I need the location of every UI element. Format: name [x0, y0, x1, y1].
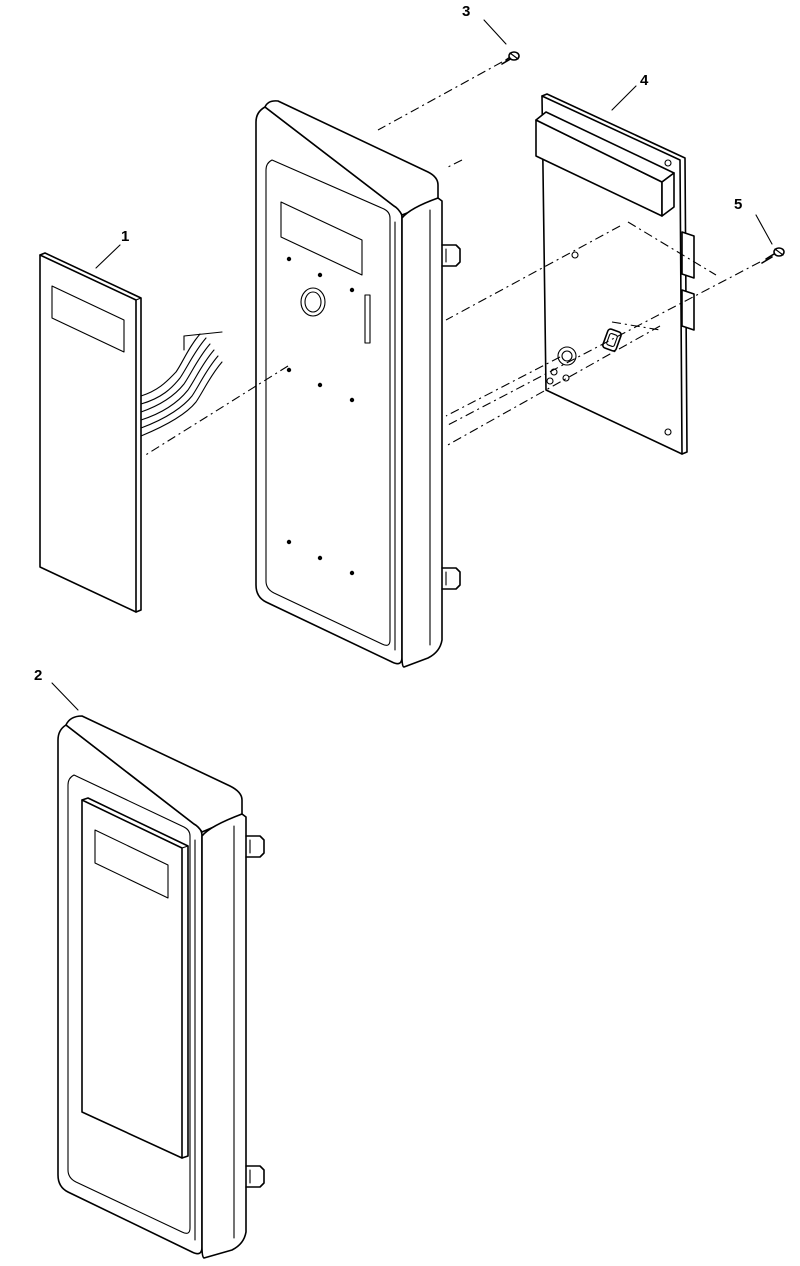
callout-3: 3	[462, 3, 470, 20]
callout-2: 2	[34, 667, 42, 684]
callout-4: 4	[640, 72, 649, 89]
part-5-screw	[761, 247, 785, 264]
leader-4	[611, 85, 637, 111]
callout-1: 1	[121, 228, 129, 245]
callout-5: 5	[734, 196, 742, 213]
part-1-keypad	[39, 252, 223, 613]
control-panel-frame	[255, 100, 461, 668]
part-2-control-panel-assembly	[57, 715, 265, 1259]
leader-1	[95, 244, 121, 269]
leader-3	[483, 19, 507, 45]
assembly-dashed-lines	[143, 61, 761, 457]
leader-5	[755, 214, 773, 245]
part-3-screw	[501, 51, 520, 65]
part-4-control-board	[535, 93, 695, 455]
leader-2	[51, 682, 79, 711]
